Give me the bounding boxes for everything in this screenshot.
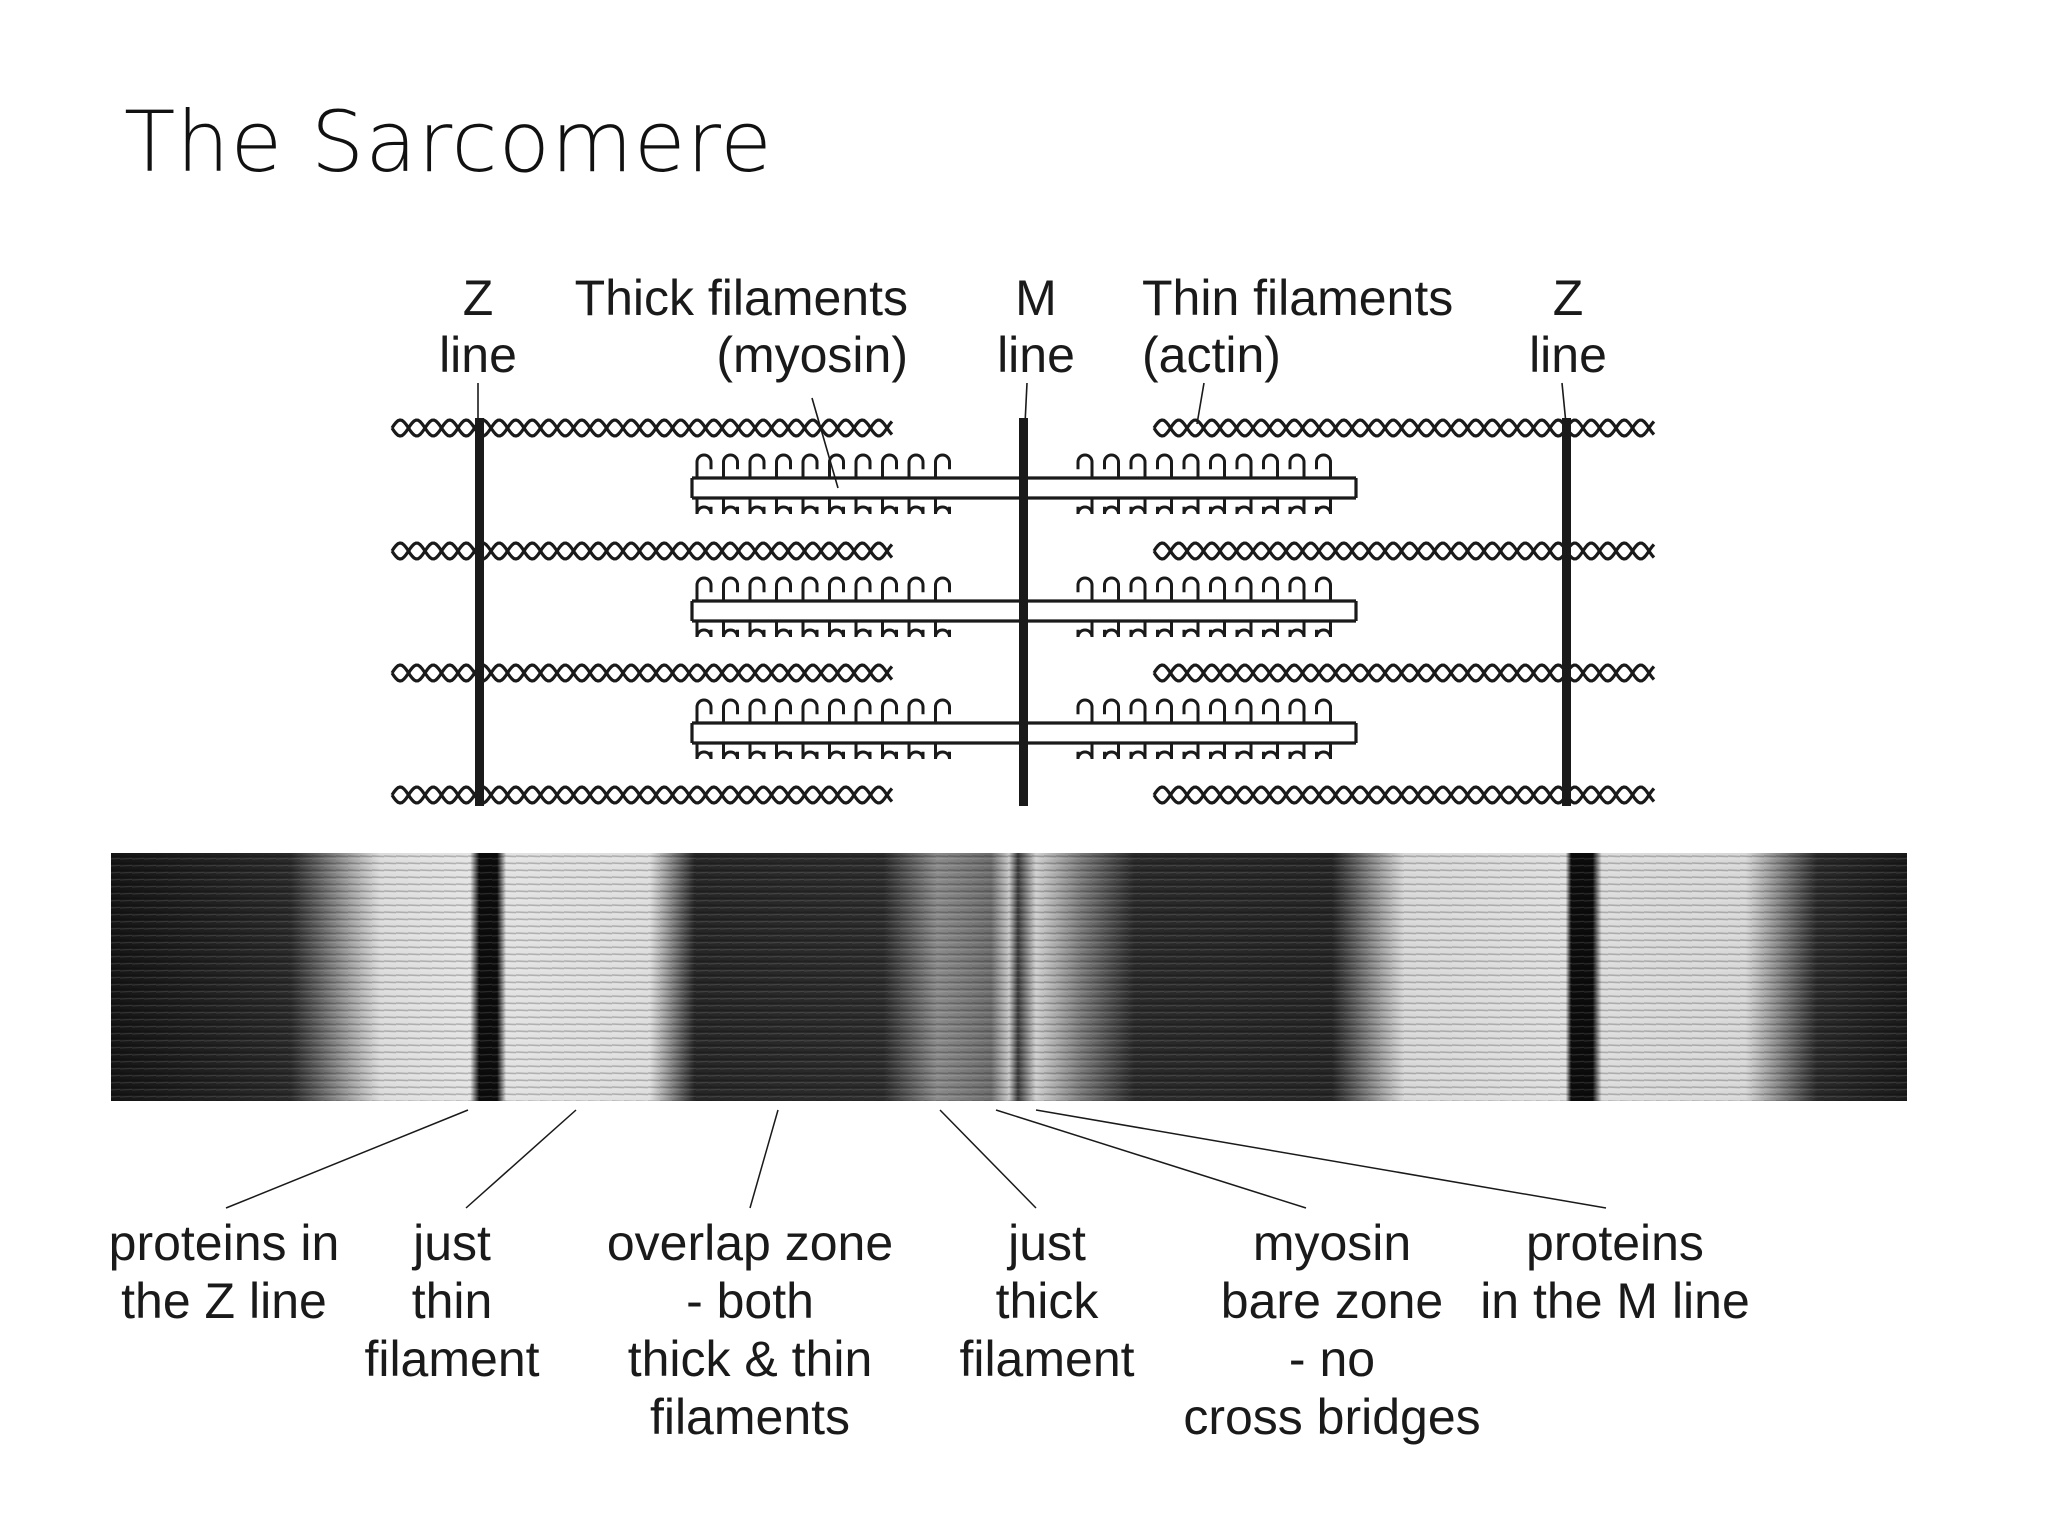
top-label-z-right-line2: line <box>1529 327 1607 383</box>
slide-title: The Sarcomere <box>124 93 773 191</box>
leader-thin <box>1196 382 1205 425</box>
z-line-right <box>1562 418 1571 806</box>
myosin-heads-right-top-3 <box>1076 698 1332 723</box>
svg-text:filament: filament <box>364 1331 539 1387</box>
myosin-heads-right-top-2 <box>1076 576 1332 601</box>
bottom-label-z-proteins-line2: the Z line <box>121 1273 327 1329</box>
svg-text:just: just <box>411 1215 491 1271</box>
svg-text:line: line <box>997 327 1075 383</box>
myosin-heads-left-top-2 <box>695 576 951 601</box>
leader-just-thin <box>465 1109 577 1209</box>
svg-text:just: just <box>1006 1215 1086 1271</box>
bottom-leader-lines <box>225 1109 1607 1209</box>
bottom-label-bare-zone-line1: myosin <box>1253 1215 1411 1271</box>
svg-text:thick & thin: thick & thin <box>628 1331 873 1387</box>
leader-thick <box>811 397 839 489</box>
top-label-m-line2: line <box>997 327 1075 383</box>
myosin-heads-right-bottom-1 <box>1076 498 1332 515</box>
svg-text:filament: filament <box>959 1331 1134 1387</box>
bottom-label-just-thick-line1: just <box>1006 1215 1086 1271</box>
thin-filament-left-4 <box>390 785 894 805</box>
myosin-heads-right-bottom-2 <box>1076 621 1332 638</box>
bottom-label-bare-zone-line4: cross bridges <box>1183 1389 1480 1445</box>
bottom-label-m-proteins-line1: proteins <box>1526 1215 1704 1271</box>
myosin-heads-left-bottom-3 <box>695 743 951 760</box>
myosin-heads-left-top-1 <box>695 453 951 478</box>
svg-text:in the M line: in the M line <box>1480 1273 1750 1329</box>
thin-filament-left-2 <box>390 541 894 561</box>
myosin-heads-left-top-3 <box>695 698 951 723</box>
svg-text:- both: - both <box>686 1273 814 1329</box>
thin-filament-right-1 <box>1152 418 1656 438</box>
bottom-label-m-proteins-line2: in the M line <box>1480 1273 1750 1329</box>
top-label-z-left-line2: line <box>439 327 517 383</box>
myosin-heads-right-top-1 <box>1076 453 1332 478</box>
myosin-heads-left-bottom-1 <box>695 498 951 515</box>
bottom-label-overlap-line4: filaments <box>650 1389 850 1445</box>
top-labels: Z line Thick filaments (myosin) M line T… <box>439 270 1607 383</box>
bottom-label-just-thick-line3: filament <box>959 1331 1134 1387</box>
thin-filament-left-1 <box>390 418 894 438</box>
filament-schematic <box>390 418 1656 806</box>
leader-m <box>1024 382 1028 425</box>
thin-filament-right-3 <box>1152 663 1656 683</box>
svg-text:(myosin): (myosin) <box>716 327 908 383</box>
svg-text:Z: Z <box>463 270 494 326</box>
thin-filament-right-2 <box>1152 541 1656 561</box>
leader-bare-zone <box>995 1109 1307 1209</box>
leader-z-proteins <box>225 1109 469 1209</box>
bottom-label-bare-zone-line2: bare zone <box>1221 1273 1443 1329</box>
svg-text:proteins in: proteins in <box>109 1215 340 1271</box>
svg-text:line: line <box>1529 327 1607 383</box>
bottom-label-z-proteins-line1: proteins in <box>109 1215 340 1271</box>
top-label-z-right-line1: Z <box>1553 270 1584 326</box>
top-label-thin-line1: Thin filaments <box>1142 270 1453 326</box>
top-leader-lines <box>477 382 1567 489</box>
myosin-heads-right-bottom-3 <box>1076 743 1332 760</box>
svg-text:thin: thin <box>412 1273 493 1329</box>
svg-text:line: line <box>439 327 517 383</box>
svg-text:Thick filaments: Thick filaments <box>575 270 908 326</box>
svg-text:myosin: myosin <box>1253 1215 1411 1271</box>
svg-text:bare zone: bare zone <box>1221 1273 1443 1329</box>
bottom-labels: proteins in the Z line just thin filamen… <box>109 1215 1750 1445</box>
svg-text:proteins: proteins <box>1526 1215 1704 1271</box>
svg-text:(actin): (actin) <box>1142 327 1281 383</box>
bottom-label-overlap-line2: - both <box>686 1273 814 1329</box>
svg-text:overlap zone: overlap zone <box>607 1215 893 1271</box>
leader-z-right <box>1561 382 1567 425</box>
top-label-z-left-line1: Z <box>463 270 494 326</box>
thin-filament-right-4 <box>1152 785 1656 805</box>
svg-text:M: M <box>1015 270 1057 326</box>
z-line-left <box>475 418 484 806</box>
bottom-label-just-thin-line3: filament <box>364 1331 539 1387</box>
top-label-m-line1: M <box>1015 270 1057 326</box>
svg-text:the Z line: the Z line <box>121 1273 327 1329</box>
svg-text:thick: thick <box>996 1273 1100 1329</box>
micrograph <box>111 853 1907 1101</box>
myosin-heads-left-bottom-2 <box>695 621 951 638</box>
svg-text:filaments: filaments <box>650 1389 850 1445</box>
m-line <box>1019 418 1028 806</box>
bottom-label-overlap-line1: overlap zone <box>607 1215 893 1271</box>
svg-text:Z: Z <box>1553 270 1584 326</box>
leader-overlap <box>749 1109 779 1209</box>
top-label-thin-line2: (actin) <box>1142 327 1281 383</box>
top-label-thick-line2: (myosin) <box>716 327 908 383</box>
svg-text:- no: - no <box>1289 1331 1375 1387</box>
svg-text:cross bridges: cross bridges <box>1183 1389 1480 1445</box>
bottom-label-just-thin-line1: just <box>411 1215 491 1271</box>
svg-text:Thin filaments: Thin filaments <box>1142 270 1453 326</box>
thin-filament-left-3 <box>390 663 894 683</box>
bottom-label-bare-zone-line3: - no <box>1289 1331 1375 1387</box>
bottom-label-overlap-line3: thick & thin <box>628 1331 873 1387</box>
bottom-label-just-thin-line2: thin <box>412 1273 493 1329</box>
bottom-label-just-thick-line2: thick <box>996 1273 1100 1329</box>
micrograph-striations <box>111 853 1907 1101</box>
leader-just-thick <box>939 1109 1037 1209</box>
leader-m-proteins <box>1035 1109 1607 1209</box>
top-label-thick-line1: Thick filaments <box>575 270 908 326</box>
